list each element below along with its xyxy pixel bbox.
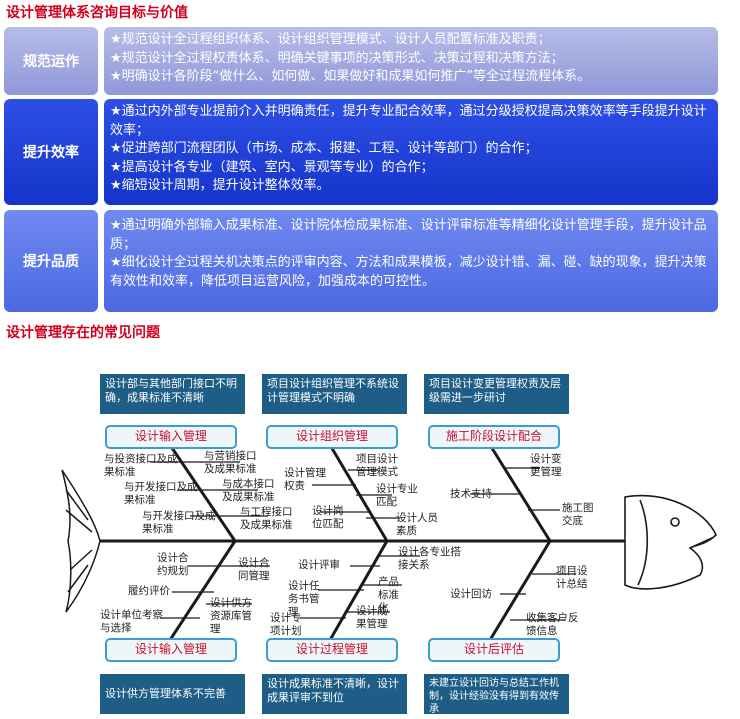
section1-title: 设计管理体系咨询目标与价值 [6, 5, 188, 21]
cause-label: 设计评审 [298, 559, 340, 571]
problem-box-top-3: 项目设计变更管理权责及层级需进一步研讨 [424, 374, 569, 414]
value-line: ★缩短设计周期，提升设计整体效率。 [110, 178, 330, 193]
value-content: ★通过内外部专业提前介入并明确责任，提升专业配合效率，通过分级授权提高决策效率等… [104, 99, 718, 205]
category-box-bottom-1: 设计输入管理 [105, 638, 237, 662]
cause-label: 与营销接口及成果标准 [204, 450, 257, 475]
cause-label: 设计专业匹配 [376, 483, 418, 508]
category-box-bottom-3: 设计后评估 [428, 638, 560, 662]
cause-label: 设计合约规划 [157, 552, 189, 577]
problem-box-bottom-2: 设计成果标准不清晰，设计成果评审不到位 [262, 674, 407, 714]
value-line: ★细化设计全过程关机决策点的评审内容、方法和成果模板，减少设计错、漏、碰、缺的现… [110, 255, 707, 289]
cause-label: 设计岗位匹配 [312, 505, 344, 530]
bone-top-1 [168, 444, 237, 542]
value-row-efficiency: 提升效率 ★通过内外部专业提前介入并明确责任，提升专业配合效率，通过分级授权提高… [4, 99, 718, 205]
value-line: ★促进跨部门流程团队（市场、成本、报建、工程、设计等部门）的合作； [110, 141, 538, 156]
bone-top-2 [328, 444, 389, 542]
cause-label: 设计供方资源库管理 [210, 597, 252, 635]
category-box-top-1: 设计输入管理 [105, 425, 237, 449]
cause-label: 履约评价 [128, 585, 170, 597]
cause-label: 与开发接口及成果标准 [142, 510, 216, 535]
section2-title: 设计管理存在的常见问题 [6, 325, 160, 341]
value-line: ★规范设计全过程权责体系、明确关键事项的决策形式、决策过程和决策方法； [110, 50, 564, 66]
cause-label: 产品标准化 [378, 576, 399, 614]
value-content: ★通过明确外部输入成果标准、设计院体检成果标准、设计评审标准等精细化设计管理手段… [104, 210, 718, 312]
cause-label: 与投资接口及成果标准 [104, 453, 178, 478]
fish-tail [61, 469, 101, 613]
cause-label: 设计各专业搭接关系 [398, 546, 461, 571]
bone-top-3 [488, 444, 552, 542]
value-line: ★通过明确外部输入成果标准、设计院体检成果标准、设计评审标准等精细化设计管理手段… [110, 218, 707, 252]
cause-label: 施工图交底 [562, 502, 594, 527]
cause-label: 与工程接口及成果标准 [240, 506, 293, 531]
category-label: 提升品质 [4, 210, 98, 312]
value-row-quality: 提升品质 ★通过明确外部输入成果标准、设计院体检成果标准、设计评审标准等精细化设… [4, 210, 718, 312]
cause-label: 设计合同管理 [238, 557, 270, 582]
category-box-top-3: 施工阶段设计配合 [428, 425, 560, 449]
category-label: 提升效率 [4, 99, 98, 205]
fish-head [624, 494, 717, 590]
value-line: ★提高设计各专业（建筑、室内、景观等专业）的合作； [110, 159, 434, 175]
cause-label: 设计单位考察与选择 [100, 609, 163, 634]
cause-label: 与开发接口及成果标准 [124, 481, 198, 506]
value-line: ★通过内外部专业提前介入并明确责任，提升专业配合效率，通过分级授权提高决策效率等… [110, 104, 707, 138]
category-box-top-2: 设计组织管理 [266, 425, 398, 449]
cause-label: 收集客户反馈信息 [526, 612, 579, 637]
cause-label: 设计成果管理 [356, 605, 388, 630]
cause-label: 设计变更管理 [530, 453, 562, 478]
value-line: ★明确设计各阶段“做什么、如何做、如果做好和成果如何推广”等全过程流程体系。 [110, 69, 591, 84]
bone-bottom-1 [168, 540, 237, 641]
problem-box-bottom-1: 设计供方管理体系不完善 [100, 674, 245, 714]
cause-label: 设计人员素质 [396, 512, 438, 537]
cause-label: 设计回访 [450, 588, 492, 600]
cause-label: 设计任务书管理 [288, 580, 320, 618]
problem-box-top-1: 设计部与其他部门接口不明确，成果标准不清晰 [100, 374, 245, 414]
category-label: 规范运作 [4, 27, 98, 95]
problem-box-bottom-3: 未建立设计回访与总结工作机制，设计经验没有得到有效传承 [424, 674, 569, 715]
value-row-standard: 规范运作 ★规范设计全过程组织体系、设计组织管理模式、设计人员配置标准及职责； … [4, 27, 718, 95]
cause-label: 项目设计管理模式 [356, 453, 398, 478]
bone-bottom-3 [488, 540, 552, 641]
problem-box-top-2: 项目设计组织管理不系统设计管理模式不明确 [262, 374, 407, 414]
cause-label: 设计专项计划 [270, 612, 302, 637]
cause-label: 设计管理权责 [284, 467, 326, 492]
value-content: ★规范设计全过程组织体系、设计组织管理模式、设计人员配置标准及职责； ★规范设计… [104, 27, 718, 95]
cause-label: 技术支持 [450, 488, 492, 500]
value-line: ★规范设计全过程组织体系、设计组织管理模式、设计人员配置标准及职责； [110, 32, 551, 47]
cause-label: 与成本接口及成果标准 [222, 478, 275, 503]
category-box-bottom-2: 设计过程管理 [266, 638, 398, 662]
cause-label: 项目设计总结 [556, 565, 588, 590]
